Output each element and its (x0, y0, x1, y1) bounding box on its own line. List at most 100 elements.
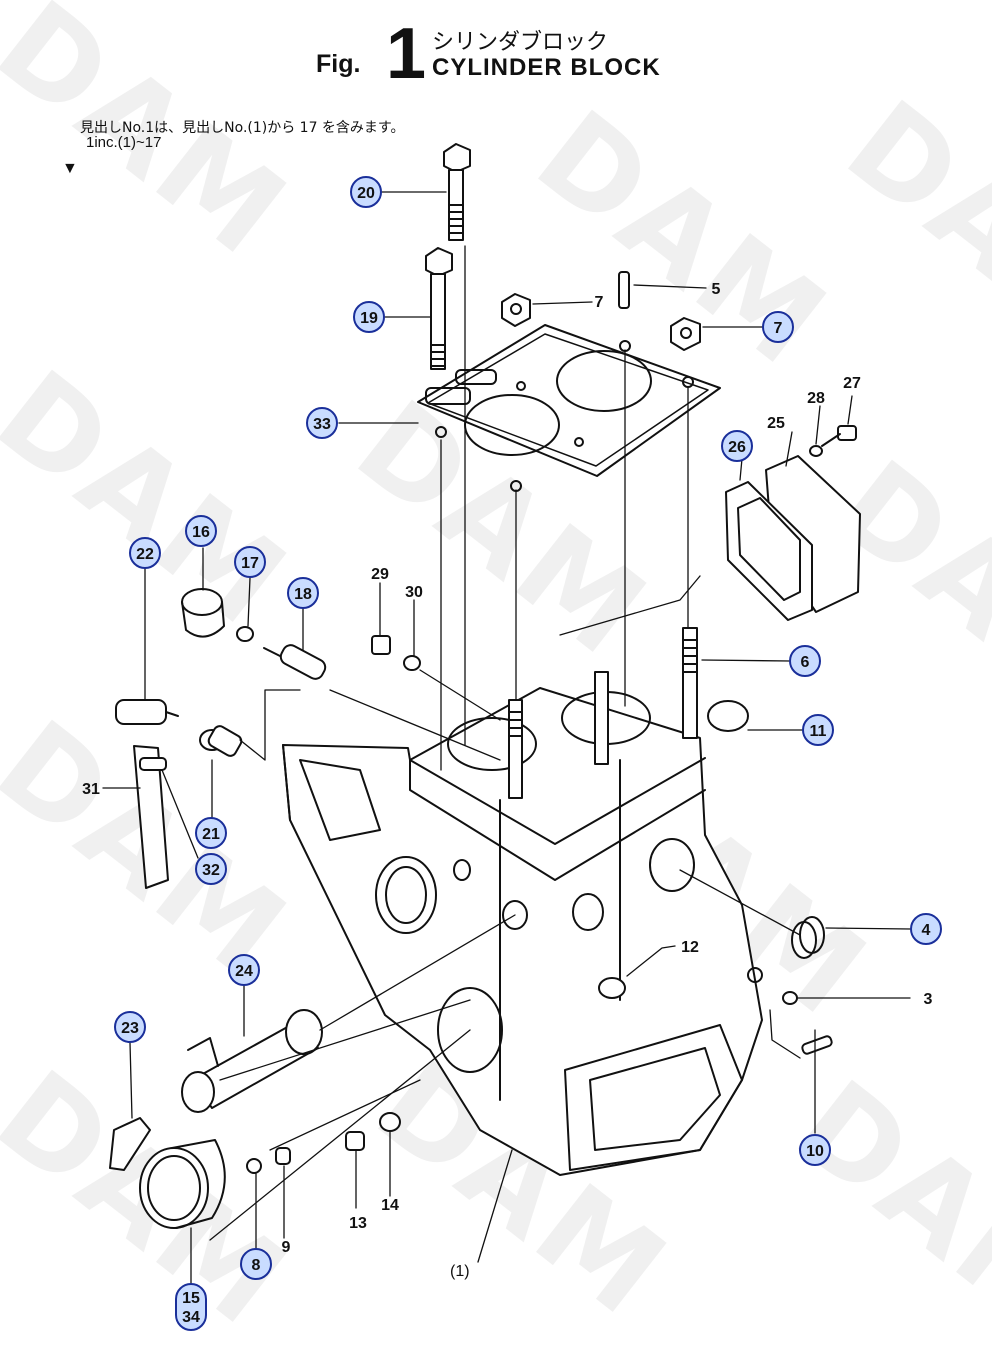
bearing-15-drawing (139, 1139, 226, 1229)
callout-4: 4 (910, 913, 942, 945)
screw-29-drawing (371, 635, 391, 655)
callout-7-plain: 7 (595, 294, 604, 311)
callout-15-34: 15 34 (175, 1283, 207, 1331)
note-english: 1inc.(1)~17 (86, 134, 162, 151)
washer-8-drawing (246, 1158, 262, 1174)
callout-6: 6 (789, 645, 821, 677)
callout-25: 25 (767, 415, 785, 432)
callout-18: 18 (287, 577, 319, 609)
callout-9: 9 (282, 1239, 291, 1256)
callout-5: 5 (712, 281, 721, 298)
note-marker-icon: ▼ (62, 160, 78, 177)
svg-text:14: 14 (381, 1197, 399, 1214)
svg-text:9: 9 (282, 1239, 291, 1256)
title-japanese: シリンダブロック (432, 30, 609, 55)
elbow-23-drawing (109, 1117, 151, 1171)
leader-lines (102, 191, 912, 1291)
svg-text:16: 16 (192, 524, 210, 541)
callout-16: 16 (185, 515, 217, 547)
svg-text:19: 19 (360, 310, 378, 327)
studs-drawing (508, 627, 698, 799)
head-gasket-drawing (417, 324, 721, 492)
block-assembly-label: (1) (450, 1263, 470, 1280)
side-cover-drawing (725, 455, 861, 621)
callout-26: 26 (721, 430, 753, 462)
svg-text:15: 15 (182, 1290, 200, 1307)
nut-7-right-drawing (670, 317, 701, 351)
pipe-24-drawing (181, 1009, 323, 1113)
callout-13: 13 (349, 1215, 367, 1232)
figure-number: 1 (386, 14, 427, 94)
svg-text:4: 4 (922, 922, 931, 939)
svg-text:21: 21 (202, 826, 220, 843)
drain-cock-22-drawing (115, 699, 179, 725)
callout-24: 24 (228, 954, 260, 986)
nut-7-left-drawing (501, 293, 531, 327)
washer-30-drawing (403, 655, 421, 671)
callout-3: 3 (924, 991, 933, 1008)
hose-31-drawing (133, 745, 169, 889)
svg-text:3: 3 (924, 991, 933, 1008)
svg-text:32: 32 (202, 862, 220, 879)
pin-5-drawing (618, 271, 630, 309)
svg-text:22: 22 (136, 546, 154, 563)
svg-text:13: 13 (349, 1215, 367, 1232)
svg-text:11: 11 (810, 723, 827, 740)
svg-text:10: 10 (806, 1143, 824, 1160)
callout-20: 20 (350, 176, 382, 208)
svg-text:7: 7 (595, 294, 604, 311)
cap-16-drawing (181, 588, 225, 638)
svg-text:5: 5 (712, 281, 721, 298)
washer-14-drawing (379, 1112, 401, 1132)
callout-22: 22 (129, 537, 161, 569)
svg-text:28: 28 (807, 390, 825, 407)
washer-17-drawing (236, 626, 254, 642)
svg-text:7: 7 (774, 320, 783, 337)
callout-7: 7 (762, 311, 794, 343)
screw-27-drawing (809, 425, 857, 457)
nipple-21-drawing (199, 725, 243, 757)
cylinder-block-drawing (282, 687, 763, 1176)
callout-27: 27 (843, 375, 861, 392)
callout-21: 21 (195, 817, 227, 849)
callout-23: 23 (114, 1011, 146, 1043)
bolt-20-drawing (443, 143, 471, 241)
svg-text:25: 25 (767, 415, 785, 432)
note-japanese: 見出しNo.1は、見出しNo.(1)から 17 を含みます。 (80, 120, 405, 136)
plug-12-drawing (598, 977, 626, 999)
nipple-18-drawing (263, 644, 327, 680)
svg-text:12: 12 (681, 939, 699, 956)
callout-10: 10 (799, 1134, 831, 1166)
pin-9-drawing (275, 1147, 291, 1165)
callout-19: 19 (353, 301, 385, 333)
svg-text:8: 8 (252, 1257, 261, 1274)
svg-text:20: 20 (357, 185, 375, 202)
callout-8: 8 (240, 1248, 272, 1280)
figure-word: Fig. (316, 50, 361, 78)
bolt-19-drawing (425, 247, 453, 370)
svg-text:27: 27 (843, 375, 861, 392)
svg-text:17: 17 (241, 555, 259, 572)
screw-13-drawing (345, 1131, 365, 1151)
title-english: CYLINDER BLOCK (432, 54, 661, 81)
svg-text:24: 24 (235, 963, 253, 980)
callout-31: 31 (82, 781, 100, 798)
callout-28: 28 (807, 390, 825, 407)
plug-11-drawing (707, 700, 749, 732)
callout-33: 33 (306, 407, 338, 439)
svg-text:26: 26 (728, 439, 746, 456)
svg-text:18: 18 (294, 586, 312, 603)
svg-text:29: 29 (371, 566, 389, 583)
callout-17: 17 (234, 546, 266, 578)
svg-text:23: 23 (121, 1020, 139, 1037)
svg-text:6: 6 (801, 654, 810, 671)
callout-30: 30 (405, 584, 423, 601)
callout-32: 32 (195, 853, 227, 885)
callout-29: 29 (371, 566, 389, 583)
svg-text:33: 33 (313, 416, 331, 433)
svg-text:30: 30 (405, 584, 423, 601)
svg-text:34: 34 (182, 1309, 200, 1326)
